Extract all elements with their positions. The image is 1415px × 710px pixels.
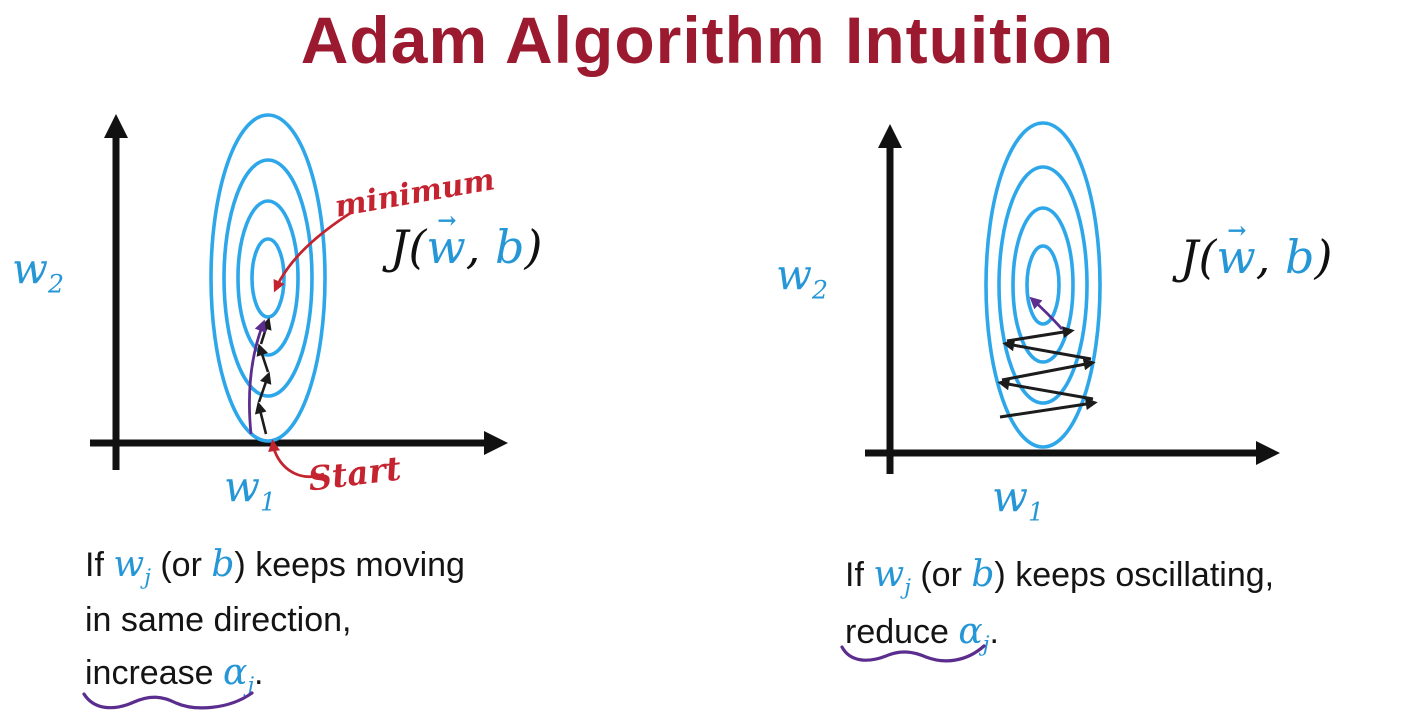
increase-underline-squiggle <box>82 691 254 710</box>
start-pointer-arrow <box>268 439 325 478</box>
left-contour-plot <box>90 113 508 478</box>
vector-arrow: → <box>1227 217 1247 245</box>
right-caption-line1: If wj (or b) keeps oscillating, <box>845 554 1275 601</box>
right-caption: If wj (or b) keeps oscillating, reduce α… <box>845 548 1274 661</box>
page-title: Adam Algorithm Intuition <box>300 3 1115 77</box>
reduce-underline-squiggle <box>840 644 986 663</box>
minimum-pointer-arrow <box>273 210 353 293</box>
vector-arrow: → <box>437 207 457 235</box>
left-x-axis-label: w1 <box>224 462 276 517</box>
w-j-symbol: wj <box>113 544 151 591</box>
right-caption-line2: reduce αj. <box>845 610 999 657</box>
right-x-axis-label: w1 <box>992 472 1044 527</box>
alpha-j-symbol: αj <box>958 610 990 657</box>
right-cost-function-label: J(→w, b) <box>1180 217 1333 284</box>
b-symbol: b <box>211 544 235 585</box>
contour-ellipses <box>209 113 327 443</box>
gradient-step-arrows <box>254 317 272 435</box>
left-y-axis-label: w2 <box>12 244 64 299</box>
alpha-j-symbol: αj <box>222 651 255 698</box>
left-contour-diagram: w2 w1 J(→w, b) minimum Start <box>0 92 600 537</box>
right-contour-plot <box>865 121 1280 474</box>
w-j-symbol: wj <box>873 554 911 601</box>
contour-ellipses <box>984 121 1102 449</box>
momentum-arrow <box>247 319 267 435</box>
left-caption-line1: If wj (or b) keeps moving <box>85 544 465 591</box>
left-caption-line3: increase αj. <box>85 651 264 698</box>
left-cost-function-label: J(→w, b) <box>390 207 543 274</box>
right-contour-diagram: w2 w1 J(→w, b) <box>760 92 1415 547</box>
b-symbol: b <box>971 554 995 595</box>
left-caption-line2: in same direction, <box>85 600 352 639</box>
oscillation-arrows <box>997 326 1098 419</box>
right-y-axis-label: w2 <box>776 250 828 305</box>
left-caption: If wj (or b) keeps moving in same direct… <box>85 538 465 702</box>
damped-step-arrow <box>1029 296 1064 330</box>
